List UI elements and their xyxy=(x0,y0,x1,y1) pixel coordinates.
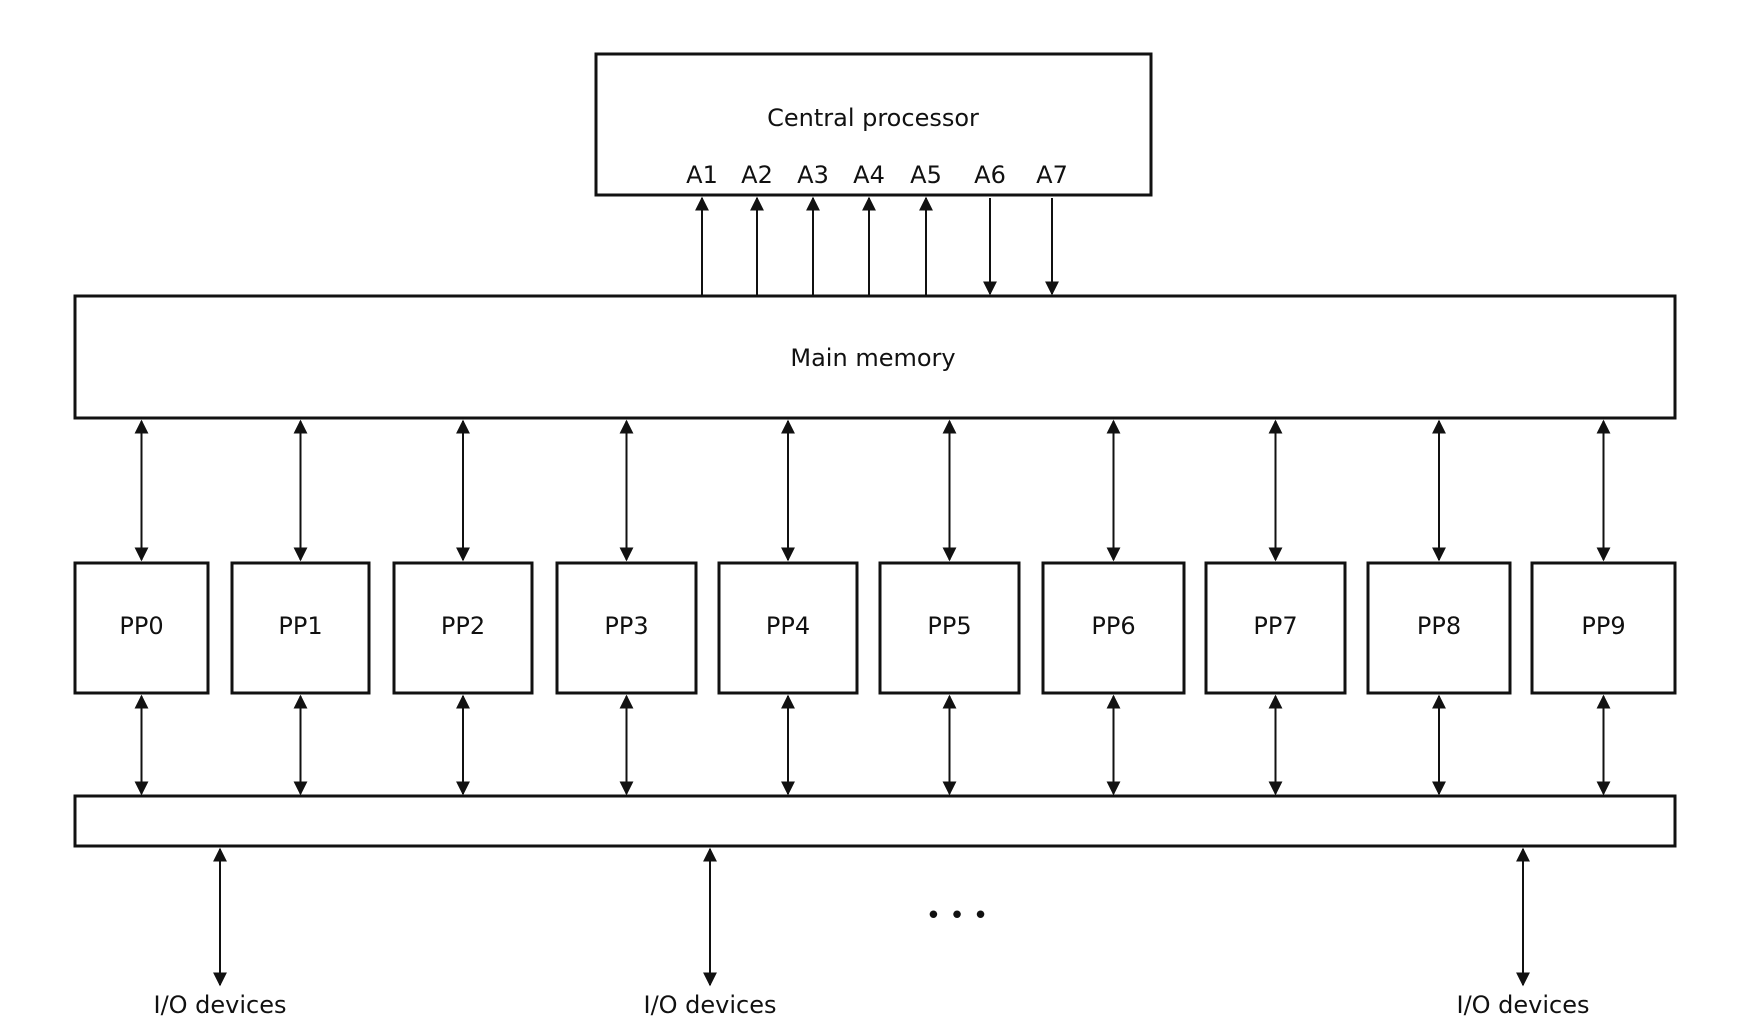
io-device-label-3: I/O devices xyxy=(1456,991,1589,1019)
main-memory-label: Main memory xyxy=(790,344,955,372)
pp8-box xyxy=(1366,561,1512,695)
channel-label-a2: A2 xyxy=(741,161,773,189)
cp-channel-group: A1 A2 A3 A4 A5 A6 A7 xyxy=(686,161,1068,296)
pp9-label: PP9 xyxy=(1581,612,1625,640)
channel-label-a5: A5 xyxy=(910,161,942,189)
channel-label-a7: A7 xyxy=(1036,161,1068,189)
pp5-box xyxy=(878,561,1021,695)
channel-label-a6: A6 xyxy=(974,161,1006,189)
pp1-box xyxy=(230,561,371,695)
io-device-label-1: I/O devices xyxy=(153,991,286,1019)
ellipsis-dots: • • • xyxy=(926,901,989,931)
pp3-box xyxy=(555,561,698,695)
pp6-box xyxy=(1041,561,1186,695)
channel-label-a1: A1 xyxy=(686,161,718,189)
pp4-box xyxy=(717,561,859,695)
central-processor-box xyxy=(594,52,1153,197)
pp7-box xyxy=(1204,561,1347,695)
pp5-label: PP5 xyxy=(927,612,971,640)
peripheral-processor-group: PP0 PP1 PP2 PP3 PP4 PP5 PP6 PP7 PP8 PP9 xyxy=(73,419,1677,796)
pp1-label: PP1 xyxy=(278,612,322,640)
io-device-group: I/O devices I/O devices I/O devices xyxy=(153,847,1590,1019)
pp0-label: PP0 xyxy=(119,612,163,640)
pp0-box xyxy=(73,561,210,695)
pp8-label: PP8 xyxy=(1417,612,1461,640)
pp3-label: PP3 xyxy=(604,612,648,640)
pp6-label: PP6 xyxy=(1091,612,1135,640)
channel-label-a3: A3 xyxy=(797,161,829,189)
io-channel-bus xyxy=(73,794,1677,848)
central-processor-label: Central processor xyxy=(767,104,979,132)
pp2-label: PP2 xyxy=(441,612,485,640)
pp2-box xyxy=(392,561,534,695)
pp4-label: PP4 xyxy=(766,612,810,640)
channel-label-a4: A4 xyxy=(853,161,885,189)
io-device-label-2: I/O devices xyxy=(643,991,776,1019)
pp7-label: PP7 xyxy=(1253,612,1297,640)
pp9-box xyxy=(1530,561,1677,695)
main-memory-box xyxy=(73,294,1677,420)
